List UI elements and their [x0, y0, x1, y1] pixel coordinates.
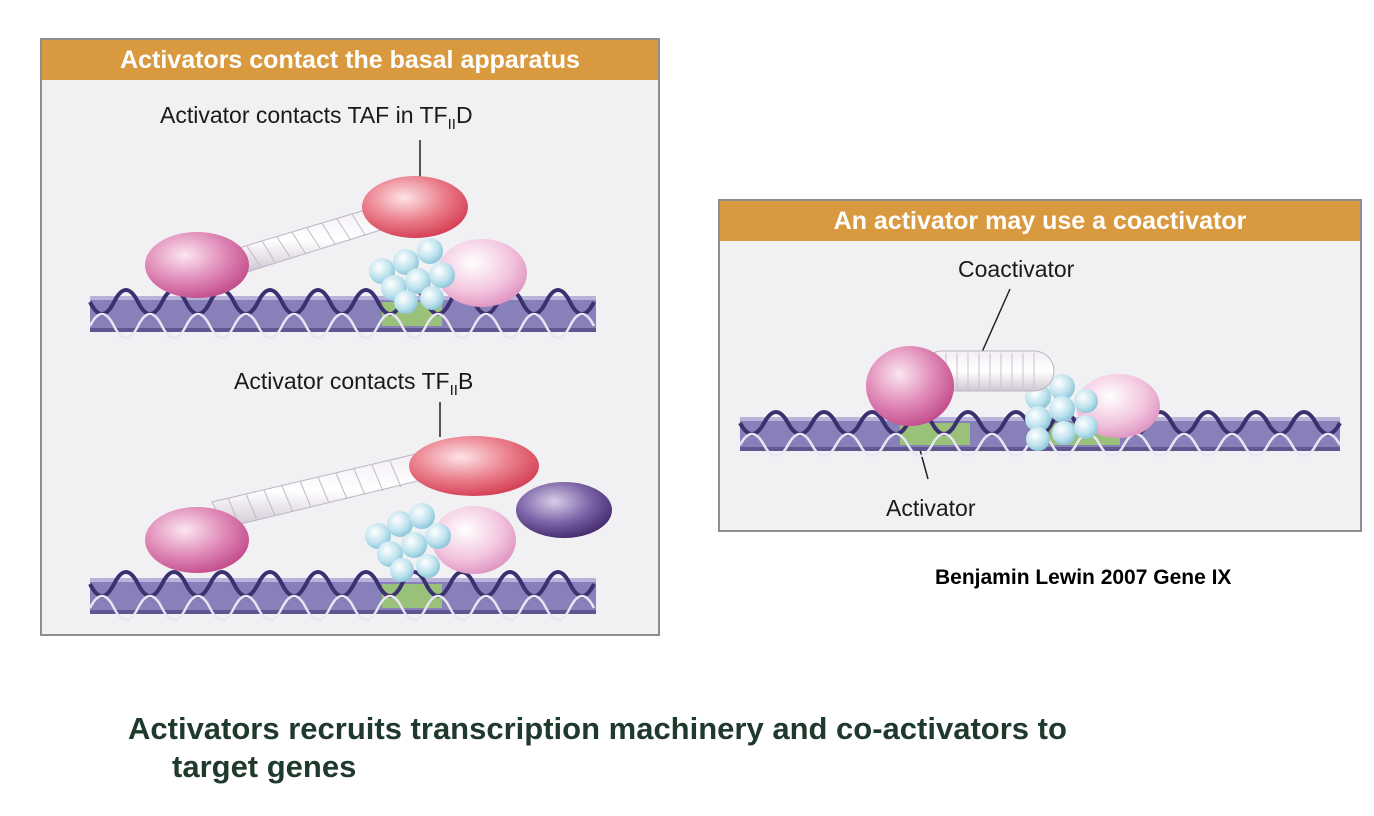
left-diagram-art [88, 140, 612, 622]
top-scene [88, 140, 596, 340]
bottom-scene [88, 402, 612, 622]
activator-bottom [145, 507, 249, 573]
activator-right [866, 346, 954, 426]
dna-bottom [88, 570, 596, 622]
label-activator: Activator [886, 495, 976, 521]
ball-cluster-top [369, 238, 455, 314]
label-tfiib-text: Activator contacts TF [234, 368, 450, 394]
label-tfiib-sub: II [449, 382, 458, 399]
label-tfiib-tail: B [457, 368, 474, 394]
right-diagram-art [738, 288, 1342, 480]
left-diagram-panel: Activators contact the basal apparatus [40, 38, 660, 636]
label-tfiib: Activator contacts TFIIB [234, 368, 473, 399]
light-pink-factor-right [1076, 374, 1160, 438]
label-coactivator: Coactivator [958, 256, 1075, 282]
label-taf-tfiid: Activator contacts TAF in TFIID [160, 102, 473, 133]
label-taf-text: Activator contacts TAF in TF [160, 102, 448, 128]
tube-top [231, 207, 388, 273]
purple-factor [516, 482, 612, 538]
source-credit: Benjamin Lewin 2007 Gene IX [935, 566, 1232, 589]
dna-top [88, 288, 596, 340]
slide-caption: Activators recruits transcription machin… [128, 710, 1308, 786]
light-pink-factor-bottom [432, 506, 516, 574]
coactivator-tube [921, 350, 1055, 392]
activator-top [145, 232, 249, 298]
coactivator-pointer-line [977, 288, 1011, 362]
caption-line-2: target genes [172, 749, 357, 784]
taf-protein [362, 176, 468, 238]
caption-line-1: Activators recruits transcription machin… [128, 711, 1067, 746]
tfiib-protein [409, 436, 539, 496]
ball-cluster-right [1025, 374, 1098, 451]
right-panel-header: An activator may use a coactivator [720, 201, 1360, 241]
left-panel-header: Activators contact the basal apparatus [42, 40, 658, 80]
light-pink-factor-top [437, 239, 527, 307]
ball-cluster-bottom [365, 503, 451, 582]
label-taf-tail: D [455, 102, 473, 128]
right-diagram-panel: An activator may use a coactivator [718, 199, 1362, 532]
label-taf-sub: II [447, 116, 456, 133]
